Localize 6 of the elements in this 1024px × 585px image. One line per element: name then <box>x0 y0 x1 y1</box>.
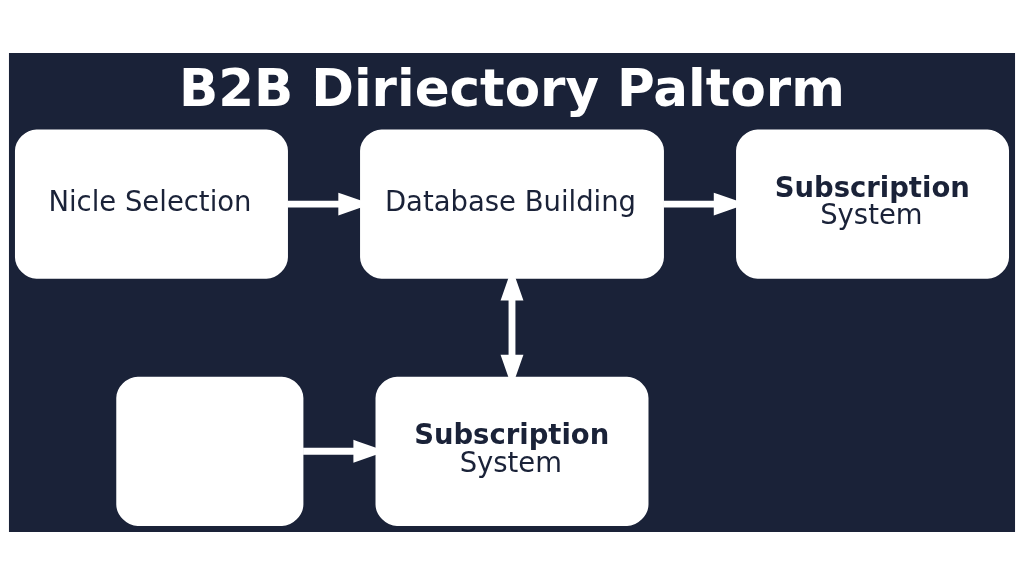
node-box: Subscription System <box>736 129 1010 279</box>
node-box: Nicle Selection <box>14 129 288 279</box>
node-box: Subscription System <box>375 376 649 526</box>
diagram-title: B2B Diriectory Paltorm <box>178 58 845 119</box>
node-box: Database Building <box>360 129 664 279</box>
node-box <box>116 376 304 526</box>
